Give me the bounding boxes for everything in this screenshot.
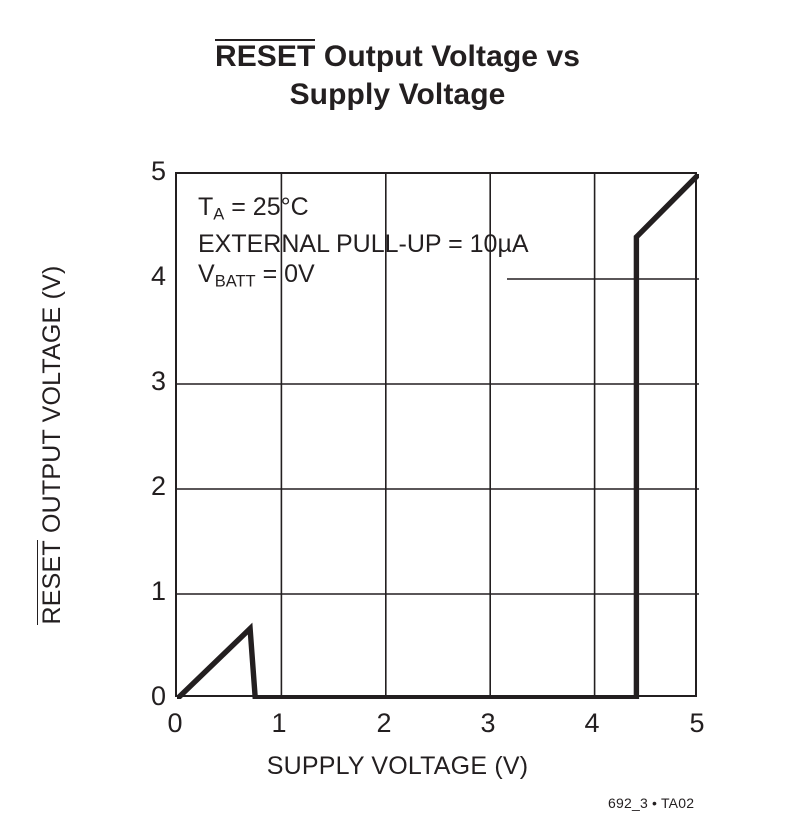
gridlines bbox=[177, 174, 699, 699]
y-axis-title-reset-overlined: RESET bbox=[37, 540, 66, 625]
annotation-ta-value: = 25°C bbox=[224, 193, 309, 221]
annotation-vbatt-value: = 0V bbox=[255, 260, 315, 289]
x-tick-label-4: 4 bbox=[584, 708, 600, 738]
x-tick-label-1: 1 bbox=[271, 708, 287, 738]
chart-title-line-1: RESET Output Voltage vs bbox=[0, 38, 795, 76]
annotation-vbatt-symbol: V bbox=[198, 260, 215, 289]
chart-title-reset-overlined: RESET bbox=[214, 39, 316, 73]
x-tick-label-2: 2 bbox=[376, 708, 392, 738]
data-series-reset-output bbox=[177, 174, 699, 699]
annotation-line-pullup: EXTERNAL PULL-UP = 10µA bbox=[198, 230, 529, 259]
annotation-line-vbatt: VBATT = 0V bbox=[198, 259, 529, 296]
plot-annotation-block: TA = 25°C EXTERNAL PULL-UP = 10µA VBATT … bbox=[198, 192, 529, 297]
chart-canvas bbox=[177, 174, 699, 699]
x-tick-label-3: 3 bbox=[480, 708, 496, 738]
y-tick-label-1: 1 bbox=[150, 576, 166, 606]
y-axis-title: RESET OUTPUT VOLTAGE (V) bbox=[37, 225, 67, 665]
y-tick-label-4: 4 bbox=[150, 261, 166, 291]
y-tick-label-0: 0 bbox=[150, 681, 166, 711]
y-tick-label-3: 3 bbox=[150, 366, 166, 396]
annotation-line-temperature: TA = 25°C bbox=[198, 192, 529, 229]
figure-reference-code: 692_3 • TA02 bbox=[608, 795, 695, 811]
annotation-vbatt-subscript: BATT bbox=[214, 272, 256, 291]
chart-title-line-2: Supply Voltage bbox=[289, 78, 506, 111]
annotation-ta-subscript: A bbox=[213, 205, 225, 224]
x-axis-title: SUPPLY VOLTAGE (V) bbox=[266, 752, 529, 780]
plot-area: TA = 25°C EXTERNAL PULL-UP = 10µA VBATT … bbox=[175, 172, 699, 699]
y-axis-title-rest: OUTPUT VOLTAGE (V) bbox=[38, 265, 66, 541]
chart-title-line-1-rest: Output Voltage vs bbox=[315, 40, 581, 73]
x-tick-label-5: 5 bbox=[689, 708, 705, 738]
y-tick-label-2: 2 bbox=[150, 471, 166, 501]
annotation-ta-symbol: T bbox=[198, 193, 214, 221]
x-tick-label-0: 0 bbox=[167, 708, 183, 738]
chart-title: RESET Output Voltage vs Supply Voltage bbox=[0, 38, 795, 114]
y-tick-label-5: 5 bbox=[150, 156, 166, 186]
